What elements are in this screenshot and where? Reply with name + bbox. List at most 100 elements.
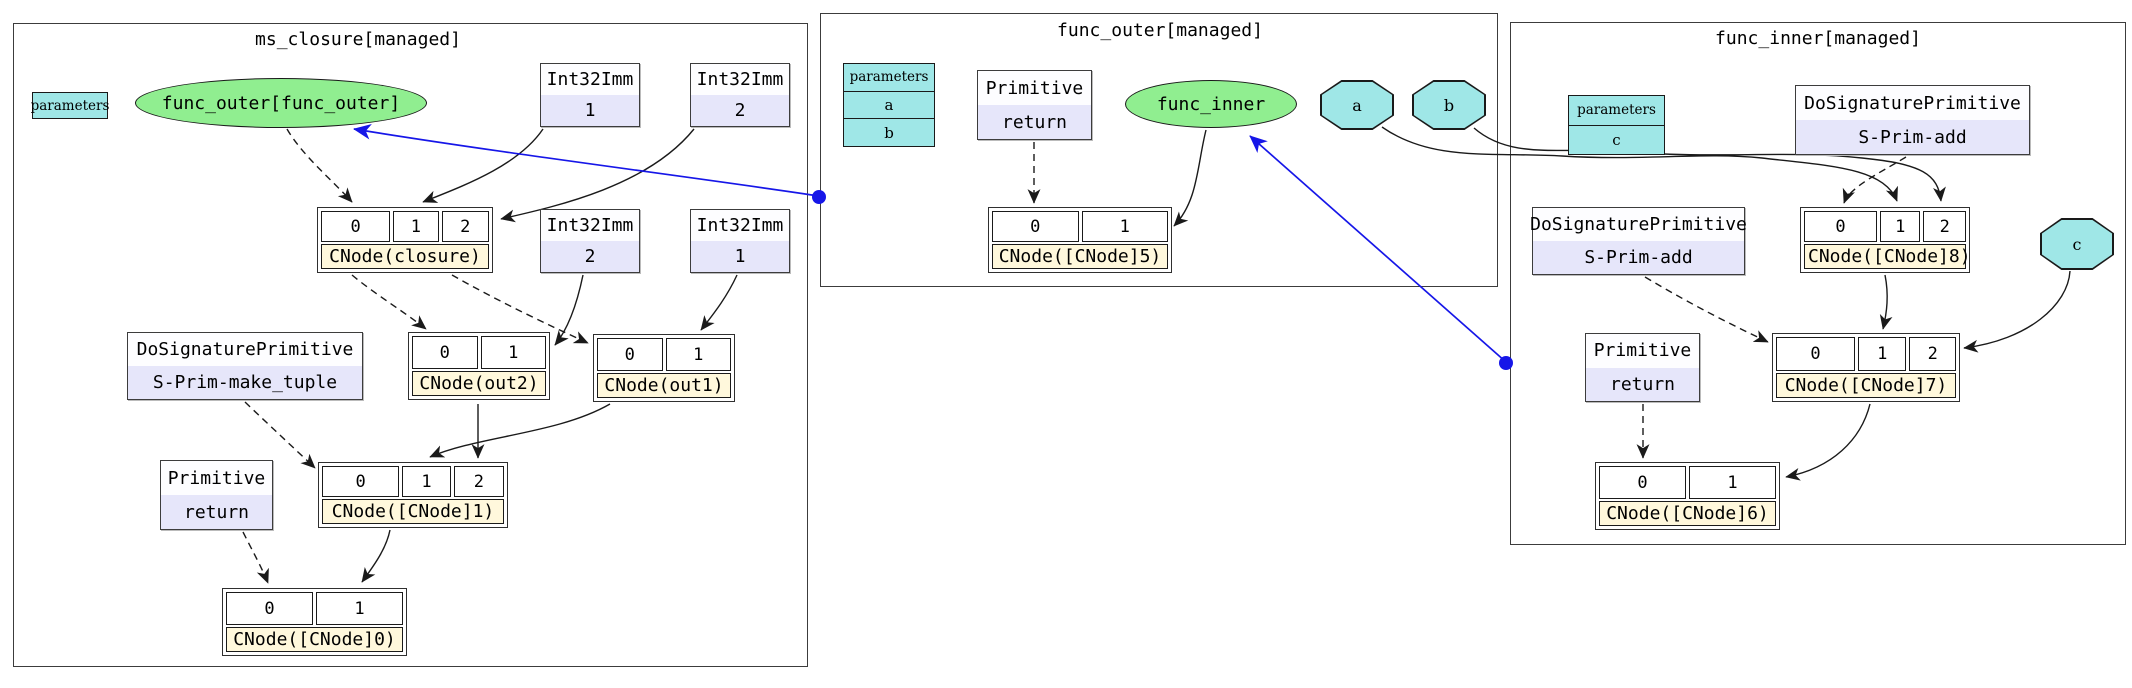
valuenode-int32imm-1: Int32Imm 1 xyxy=(540,63,640,127)
parameters-box-ms-closure: parameters xyxy=(31,92,109,119)
blue-dot-funcouter xyxy=(812,190,826,204)
parameter-row-b: b xyxy=(844,118,934,146)
primitive-name: S-Prim-add xyxy=(1796,120,2029,154)
cnode-out1-cell-0: 0 xyxy=(597,338,663,371)
cnode-out2-label: CNode(out2) xyxy=(412,371,546,396)
primitive-s-prim-add-top: DoSignaturePrimitive S-Prim-add xyxy=(1795,85,2030,155)
cnode-6-cell-1: 1 xyxy=(1689,466,1776,499)
cnode-7: 0 1 2 CNode([CNode]7) xyxy=(1772,333,1960,402)
cnode-5: 0 1 CNode([CNode]5) xyxy=(988,207,1172,273)
octagon-label: c xyxy=(2041,219,2113,269)
valuenode-type: Int32Imm xyxy=(691,210,789,241)
ellipse-func-outer: func_outer[func_outer] xyxy=(135,78,427,128)
valuenode-value: 1 xyxy=(541,95,639,126)
octagon-label: a xyxy=(1321,81,1393,129)
valuenode-value: 2 xyxy=(541,241,639,272)
cluster-func-outer xyxy=(820,13,1498,287)
cnode-0-cell-0: 0 xyxy=(226,592,313,625)
cnode-5-cell-0: 0 xyxy=(992,211,1079,242)
cnode-5-cell-1: 1 xyxy=(1081,211,1168,242)
parameter-row-a: a xyxy=(844,90,934,119)
primitive-make-tuple: DoSignaturePrimitive S-Prim-make_tuple xyxy=(127,332,363,400)
primitive-type: DoSignaturePrimitive xyxy=(1796,86,2029,120)
edge-out1-to-cnode1 xyxy=(429,403,611,458)
cnode-0: 0 1 CNode([CNode]0) xyxy=(222,588,407,656)
valuenode-value: 1 xyxy=(691,241,789,272)
cnode-0-cell-1: 1 xyxy=(316,592,403,625)
cnode-out1: 0 1 CNode(out1) xyxy=(593,334,735,402)
primitive-return-ms: Primitive return xyxy=(160,460,273,530)
valuenode-int32imm-1b: Int32Imm 1 xyxy=(690,209,790,273)
cnode-7-cell-0: 0 xyxy=(1776,337,1855,371)
cnode-8-cell-0: 0 xyxy=(1804,211,1877,242)
cluster-title-func-outer: func_outer[managed] xyxy=(1057,20,1263,41)
cnode-1-label: CNode([CNode]1) xyxy=(322,499,504,524)
edge-b-to-cnode8 xyxy=(1473,127,1946,202)
valuenode-type: Int32Imm xyxy=(691,64,789,95)
cluster-func-inner xyxy=(1510,22,2126,545)
primitive-name: return xyxy=(161,495,272,529)
cluster-title-ms-closure: ms_closure[managed] xyxy=(255,29,461,50)
cnode-7-cell-2: 2 xyxy=(1909,337,1956,371)
primitive-type: DoSignaturePrimitive xyxy=(128,333,362,366)
valuenode-int32imm-2b: Int32Imm 2 xyxy=(540,209,640,273)
cnode-1-cell-0: 0 xyxy=(322,466,400,497)
cnode-out1-label: CNode(out1) xyxy=(597,373,731,398)
primitive-name: return xyxy=(978,105,1091,139)
primitive-type: Primitive xyxy=(161,461,272,495)
param-octagon-a: a xyxy=(1320,80,1394,130)
edge-imm1-to-closure1 xyxy=(422,128,544,203)
edge-return-to-cnode0 xyxy=(242,531,269,584)
edge-imm2b-to-out2 xyxy=(554,274,584,346)
parameters-table-func-outer: parameters a b xyxy=(843,63,935,147)
parameters-header: parameters xyxy=(1577,102,1656,119)
cnode-1-cell-1: 1 xyxy=(402,466,451,497)
primitive-name: return xyxy=(1586,367,1699,401)
edge-primadd2-to-cnode7 xyxy=(1644,276,1769,343)
primitive-name: S-Prim-make_tuple xyxy=(128,366,362,399)
cnode-7-label: CNode([CNode]7) xyxy=(1776,373,1956,398)
parameters-header: parameters xyxy=(849,69,929,86)
cnode-1: 0 1 2 CNode([CNode]1) xyxy=(318,462,508,528)
cnode-closure-cell-2: 2 xyxy=(441,211,489,242)
cnode-8: 0 1 2 CNode([CNode]8) xyxy=(1800,207,1971,273)
param-octagon-b: b xyxy=(1412,80,1486,130)
cluster-title-func-inner: func_inner[managed] xyxy=(1715,28,1921,49)
cluster-ms-closure xyxy=(13,23,808,667)
octagon-label: b xyxy=(1413,81,1485,129)
cnode-out2-cell-0: 0 xyxy=(412,336,478,369)
valuenode-type: Int32Imm xyxy=(541,64,639,95)
cnode-7-cell-1: 1 xyxy=(1857,337,1907,371)
cnode-out2: 0 1 CNode(out2) xyxy=(408,332,550,400)
cnode-8-cell-2: 2 xyxy=(1923,211,1967,242)
cnode-1-cell-2: 2 xyxy=(453,466,504,497)
edge-cnode8-to-cnode7 xyxy=(1879,274,1893,330)
primitive-type: Primitive xyxy=(1586,334,1699,368)
valuenode-int32imm-2: Int32Imm 2 xyxy=(690,63,790,127)
param-octagon-c: c xyxy=(2040,218,2114,270)
edge-c-to-cnode7 xyxy=(1963,270,2071,353)
cnode-closure-label: CNode(closure) xyxy=(321,244,489,269)
primitive-s-prim-add-left: DoSignaturePrimitive S-Prim-add xyxy=(1530,207,1747,275)
cnode-closure: 0 1 2 CNode(closure) xyxy=(317,207,493,273)
edge-cnode7-to-cnode6 xyxy=(1785,403,1871,481)
cnode-8-cell-1: 1 xyxy=(1879,211,1921,242)
blue-dot-funcinner xyxy=(1499,356,1513,370)
cnode-8-label: CNode([CNode]8) xyxy=(1804,244,1971,269)
edge-cnode1-to-cnode0 xyxy=(361,529,391,583)
edge-imm1b-to-out1 xyxy=(700,274,738,331)
primitive-type: Primitive xyxy=(978,71,1091,105)
edge-funcinner-to-cnode5 xyxy=(1173,129,1207,227)
cnode-out2-cell-1: 1 xyxy=(480,336,546,369)
primitive-return-outer: Primitive return xyxy=(977,70,1092,140)
cnode-closure-cell-0: 0 xyxy=(321,211,391,242)
cnode-out1-cell-1: 1 xyxy=(665,338,731,371)
cnode-5-label: CNode([CNode]5) xyxy=(992,244,1168,269)
valuenode-value: 2 xyxy=(691,95,789,126)
edge-closure-to-out1 xyxy=(451,274,589,344)
cnode-6: 0 1 CNode([CNode]6) xyxy=(1595,462,1780,530)
parameters-table-func-inner: parameters c xyxy=(1568,95,1665,155)
cnode-0-label: CNode([CNode]0) xyxy=(226,627,403,652)
